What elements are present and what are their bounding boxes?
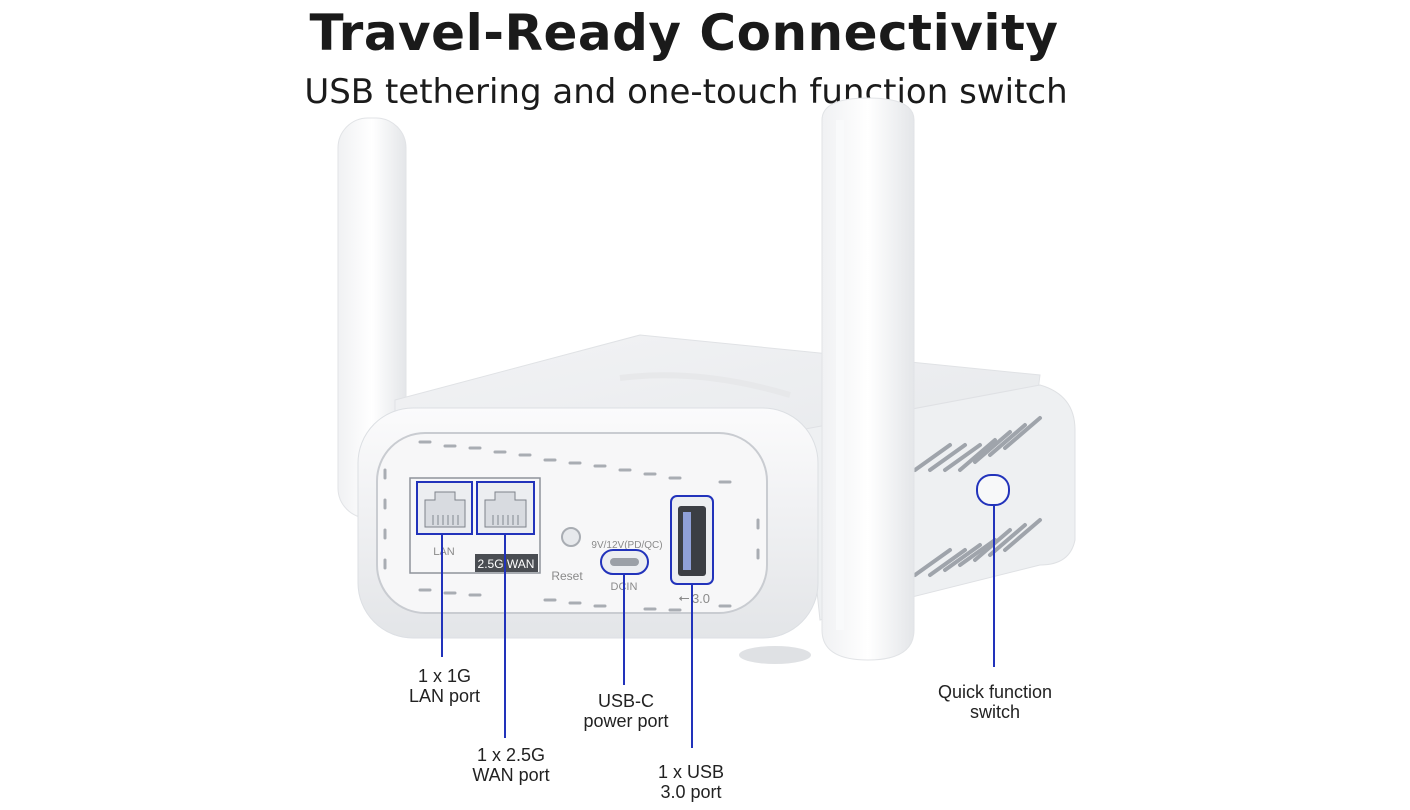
callout-lines (441, 505, 995, 748)
power-rating-label: 9V/12V(PD/QC) (591, 540, 662, 551)
callout-lan-port: 1 x 1G LAN port (408, 666, 481, 706)
page-subtitle: USB tethering and one-touch function swi… (304, 72, 1068, 112)
front-vents (383, 440, 760, 612)
foot-right (739, 646, 811, 664)
callout-usb-c-power-port: USB-C power port (583, 691, 669, 731)
quick-function-switch[interactable] (976, 474, 1010, 506)
callout-usb-port: 1 x USB 3.0 port (657, 762, 725, 802)
wan-port (476, 481, 535, 535)
page-title: Travel-Ready Connectivity (309, 4, 1059, 62)
lan-label: LAN (433, 546, 454, 558)
usb-symbol-icon: ⭠ (678, 590, 689, 606)
lan-port (416, 481, 473, 535)
reset-button[interactable] (561, 527, 581, 547)
side-vents (913, 416, 1042, 577)
usb-3-port (670, 495, 714, 585)
right-antenna (821, 97, 915, 661)
callout-quick-function-switch: Quick function switch (937, 682, 1053, 722)
callout-wan-port: 1 x 2.5G WAN port (472, 745, 550, 785)
usb-version-label: 3.0 (692, 591, 710, 606)
reset-label: Reset (551, 569, 583, 583)
